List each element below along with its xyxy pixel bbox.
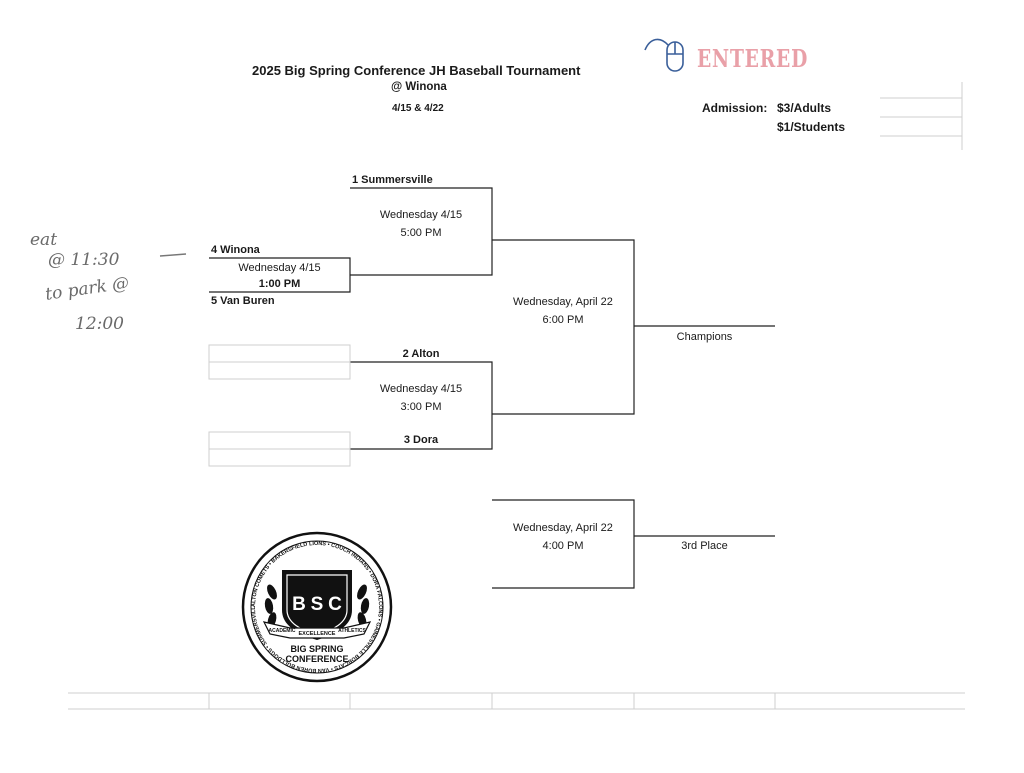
admission-grid [880, 82, 963, 150]
note-line-4: 12:00 [75, 314, 124, 334]
svg-text:C: C [328, 594, 342, 615]
game-23-time: 3:00 PM [400, 401, 442, 413]
game-45-day: Wednesday 4/15 [238, 262, 321, 274]
svg-text:S: S [311, 594, 324, 615]
svg-text:BIG SPRING: BIG SPRING [290, 644, 343, 654]
svg-text:ACADEMIC: ACADEMIC [269, 628, 296, 634]
empty-slot-4 [208, 448, 351, 467]
line-third-game [492, 499, 635, 589]
admission-students: $1/Students [777, 120, 846, 134]
entered-stamp: ENTERED [697, 44, 809, 73]
location: @ Winona [391, 81, 447, 93]
note-line-2: @ 11:30 [48, 250, 120, 270]
team-seed-4: 4 Winona [211, 244, 260, 256]
note-line-1: eat [30, 230, 58, 250]
admission-label: Admission: [702, 101, 768, 115]
dates: 4/15 & 4/22 [392, 103, 444, 114]
empty-slot-3 [208, 431, 351, 450]
team-seed-3: 3 Dora [403, 434, 439, 446]
bottom-grid [68, 692, 965, 710]
team-seed-2: 2 Alton [402, 348, 440, 360]
svg-text:EXCELLENCE: EXCELLENCE [299, 631, 336, 637]
shield-icon [282, 570, 352, 640]
mouse-icon [644, 38, 684, 72]
third-game-day: Wednesday, April 22 [513, 522, 613, 534]
bsc-logo: ALTON COMETS • BAKERSFIELD LIONS • COUCH… [237, 526, 394, 684]
svg-text:B: B [292, 594, 306, 615]
game-23-day: Wednesday 4/15 [379, 383, 463, 395]
line-alton-dora [350, 361, 493, 450]
team-seed-5: 5 Van Buren [211, 295, 275, 307]
third-game-time: 4:00 PM [542, 540, 584, 552]
line-summersville [350, 187, 493, 276]
game-45-time: 1:00 PM [258, 278, 301, 290]
final-day: Wednesday, April 22 [513, 296, 613, 308]
third-place-label: 3rd Place [681, 540, 728, 552]
team-seed-1: 1 Summersville [352, 174, 433, 186]
admission-adults: $3/Adults [777, 101, 832, 115]
line-winona-vanburen [209, 257, 351, 293]
champions-label: Champions [676, 331, 733, 343]
game-1-day: Wednesday 4/15 [379, 209, 463, 221]
line-final [492, 239, 635, 415]
empty-slot-1 [208, 344, 351, 363]
note-dash [159, 253, 187, 257]
svg-text:CONFERENCE: CONFERENCE [285, 654, 348, 664]
final-time: 6:00 PM [542, 314, 584, 326]
page-title: 2025 Big Spring Conference JH Baseball T… [252, 63, 581, 78]
empty-slot-2 [208, 361, 351, 380]
svg-text:ATHLETICS: ATHLETICS [338, 628, 366, 634]
game-1-time: 5:00 PM [400, 227, 442, 239]
